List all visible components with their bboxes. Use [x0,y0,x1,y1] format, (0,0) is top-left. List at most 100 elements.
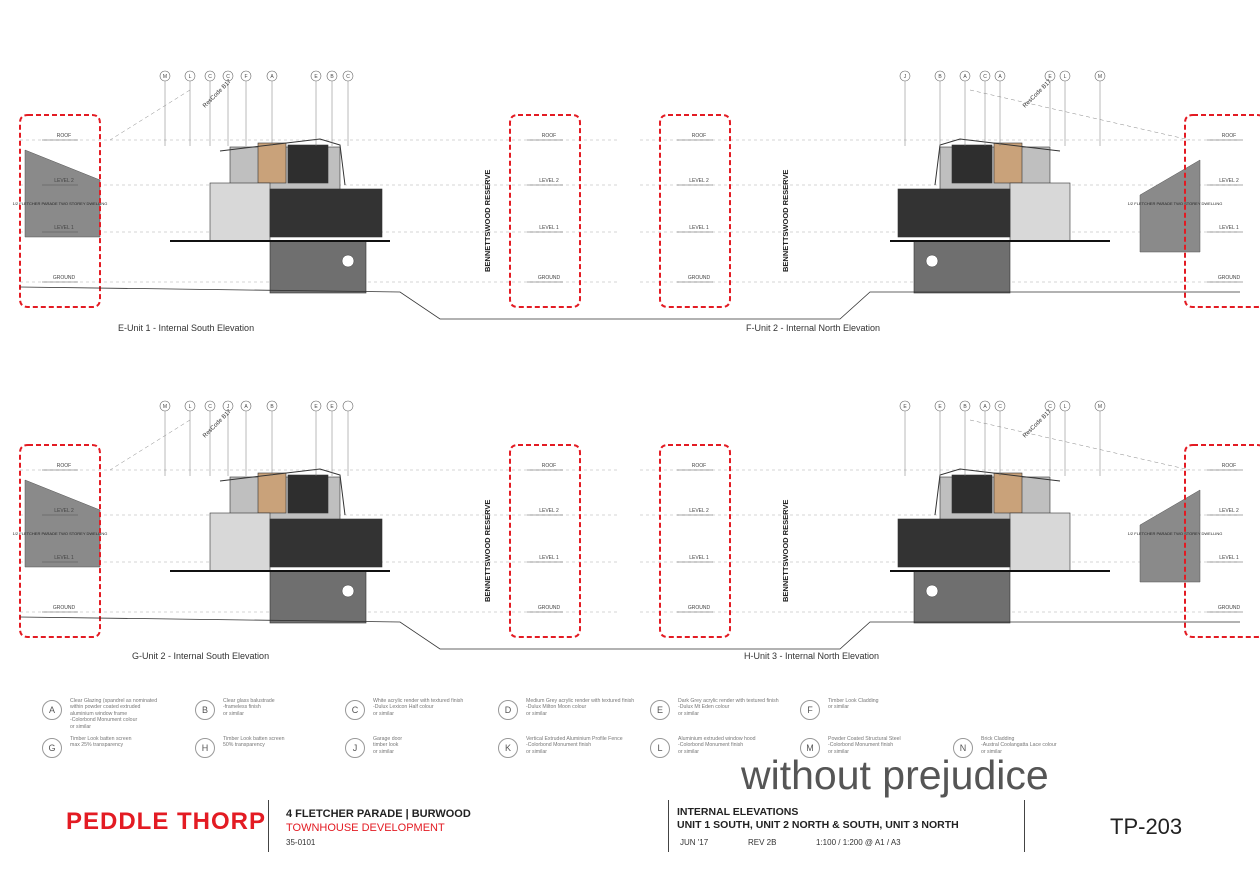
level-label: LEVEL 2 [1219,178,1239,184]
grid-bubble-label: M [163,404,167,410]
drawing-number: TP-203 [1110,814,1183,839]
roof-line [934,138,1061,186]
reserve-label: BENNETTSWOOD RESERVE [781,170,790,272]
dark-batten-screen [269,188,383,238]
level-label: GROUND [1218,605,1241,611]
level-label: GROUND [688,605,711,611]
grid-bubble [342,400,354,412]
legend-description: Timber Look batten screen 50% transparen… [223,736,285,749]
legend-key: A [42,700,62,720]
level-label: LEVEL 2 [539,178,559,184]
upper-glazing [951,474,993,514]
legend-key: H [195,738,215,758]
brick-garage [913,240,1011,294]
caption-elevation-g: G-Unit 2 - Internal South Elevation [132,651,270,661]
level-label: ROOF [692,463,706,469]
legend-description: Timber Look batten screen max 25% transp… [70,736,132,749]
dark-batten-screen [269,518,383,568]
rescode-label: ResCode B17 [1022,408,1053,439]
level-label: LEVEL 2 [54,178,74,184]
caption-elevation-h: H-Unit 3 - Internal North Elevation [744,651,880,661]
level-label: LEVEL 1 [539,555,559,561]
level-label: GROUND [53,605,76,611]
legend-description: Brick Cladding -Austral Coolangatta Lace… [981,736,1057,755]
grid-bubble-label: A [270,74,274,80]
neighbour-label: 1/2 FLETCHER PARADE TWO STOREY DWELLING [13,531,108,536]
ground-profile [19,616,640,650]
grid-bubble-label: C [226,74,230,80]
grid-bubble [341,254,355,268]
level-label: ROOF [1222,133,1236,139]
grid-bubble-label: A [983,404,987,410]
level-label: LEVEL 1 [689,555,709,561]
grid-bubble-label: M [1098,74,1102,80]
project-name: TOWNHOUSE DEVELOPMENT [286,822,445,834]
timber-cladding [993,142,1023,184]
level-label: LEVEL 2 [54,508,74,514]
reserve-label: BENNETTSWOOD RESERVE [781,500,790,602]
level-label: LEVEL 1 [54,225,74,231]
grid-bubble-label: M [163,74,167,80]
grid-bubble-label: L [189,74,192,80]
legend-key: C [345,700,365,720]
level-label: LEVEL 2 [1219,508,1239,514]
rescode-label: ResCode B17 [1022,78,1053,109]
grid-bubble-label: J [227,404,230,410]
grid-bubble [341,584,355,598]
revision-cloud [1184,114,1260,308]
revision-cloud [659,444,731,638]
grid-bubble-label: B [938,74,942,80]
legend-key: G [42,738,62,758]
grid-bubble-label: L [1064,404,1067,410]
revision-cloud [19,444,101,638]
grid-bubble-label: C [998,404,1002,410]
project-number: 35-0101 [286,838,316,847]
legend-item: D Medium Grey acrylic render with texture… [498,698,648,734]
grid-bubble [925,584,939,598]
caption-elevation-e: E-Unit 1 - Internal South Elevation [118,323,255,333]
elevation-g: 1/2 FLETCHER PARADE TWO STOREY DWELLINGR… [13,400,640,650]
grid-bubble-label: E [314,74,318,80]
level-label: ROOF [692,133,706,139]
neighbour-label: 1/2 FLETCHER PARADE TWO STOREY DWELLING [1128,201,1223,206]
legend-key: E [650,700,670,720]
ground-profile [19,286,640,320]
dark-batten-screen [897,188,1011,238]
company-logo: PEDDLE THORP [66,808,267,835]
grid-bubble-label: B [330,74,334,80]
drawing-title: INTERNAL ELEVATIONS UNIT 1 SOUTH, UNIT 2… [677,806,959,831]
timber-cladding [257,142,287,184]
grid-bubble-label: E [330,404,334,410]
revision-cloud [509,444,581,638]
level-label: LEVEL 1 [539,225,559,231]
roof-line [219,138,346,186]
render-wall [209,182,271,242]
neighbour-label: 1/2 FLETCHER PARADE TWO STOREY DWELLING [13,201,108,206]
legend-description: Clear glass balustrade -frameless finish… [223,698,275,717]
level-label: LEVEL 1 [1219,555,1239,561]
roof-line [219,468,346,516]
elevation-e: 1/2 FLETCHER PARADE TWO STOREY DWELLING R… [13,70,640,320]
caption-elevation-f: F-Unit 2 - Internal North Elevation [746,323,881,333]
brick-garage [913,570,1011,624]
rescode-label: ResCode B17 [202,78,233,109]
rescode-line [109,419,191,471]
neighbour-dwelling [1139,489,1201,583]
legend-description: Dark Grey acrylic render with textured f… [678,698,779,717]
grid-bubble-label: J [904,74,907,80]
grid-bubble-label: C [346,74,350,80]
level-label: ROOF [542,133,556,139]
ground-profile [640,621,1240,650]
legend-item: G Timber Look batten screen max 25% trans… [42,736,192,772]
legend-description: Medium Grey acrylic render with textured… [526,698,635,717]
legend-key: D [498,700,518,720]
legend-description: Vertical Extruded Aluminium Profile Fenc… [526,736,623,755]
level-label: LEVEL 2 [689,178,709,184]
level-label: GROUND [1218,275,1241,281]
level-label: ROOF [1222,463,1236,469]
grid-bubble-label: E [938,404,942,410]
